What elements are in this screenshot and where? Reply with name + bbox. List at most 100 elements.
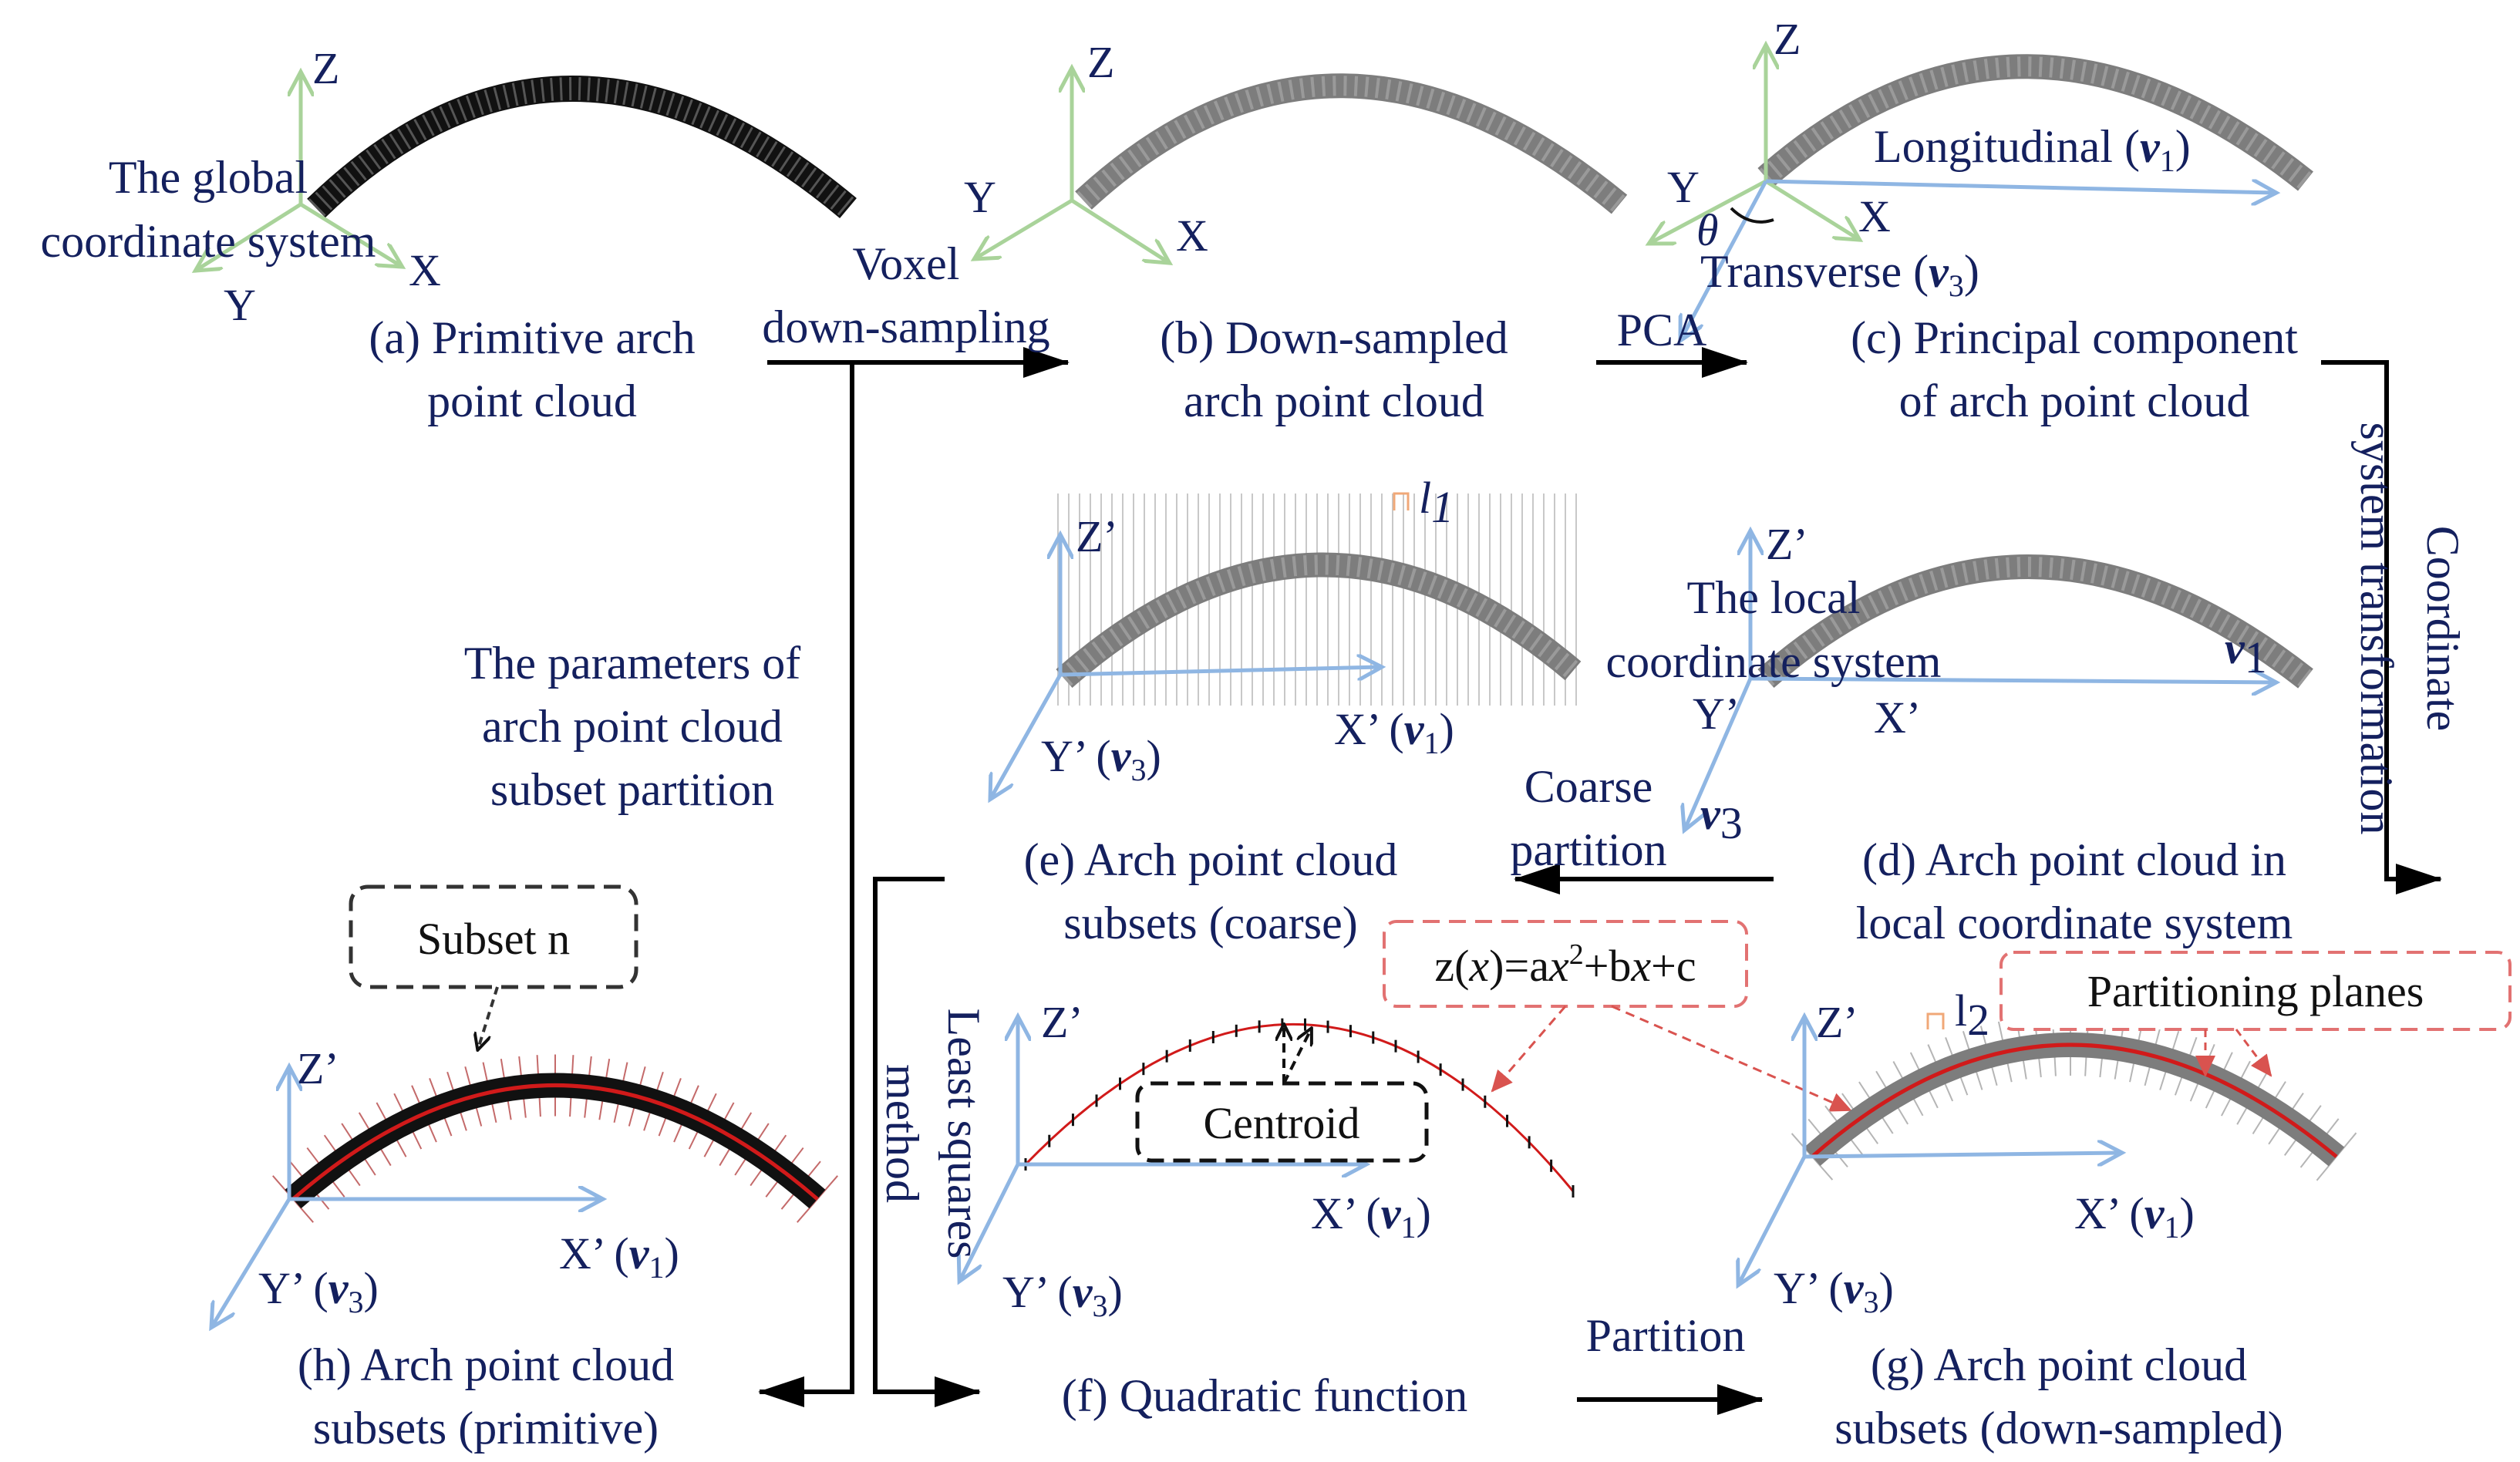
parameters-arrow [817, 362, 854, 1394]
l2-bracket [1926, 1012, 1945, 1029]
axis-label-x: X [1176, 211, 1208, 261]
caption-f: (f) Quadratic function [1062, 1370, 1467, 1421]
axis-label-y: Y’ (v3) [1002, 1267, 1123, 1323]
axis-y-e [991, 673, 1063, 798]
down-sampled-arch-texture [1076, 76, 1626, 213]
down-sampling-label: down-sampling [762, 301, 1049, 352]
pca-arch-texture [1759, 56, 2313, 190]
primitive-arch-texture [308, 77, 856, 217]
axis-y-g [1739, 1155, 1807, 1284]
axis-label-x: X’ (v1) [1334, 704, 1454, 760]
axis-label-x: X’ (v1) [559, 1228, 679, 1285]
centroid-arrow-2 [1282, 1029, 1311, 1084]
axis-y-h [212, 1198, 291, 1326]
axis-x-a [299, 202, 401, 266]
v1-label: v1 [2225, 623, 2267, 682]
caption-b-line2: arch point cloud [1184, 376, 1484, 426]
axis-y-d [1685, 678, 1753, 829]
transverse-label: Transverse (v3) [1700, 246, 1979, 303]
caption-d-line2: local coordinate system [1856, 898, 2293, 948]
l1-label: l1 [1419, 473, 1454, 532]
axis-x-b [1070, 198, 1168, 262]
axis-label-y: Y’ (v3) [258, 1263, 379, 1319]
caption-a-line1: (a) Primitive arch [369, 312, 695, 363]
axis-y-f [960, 1163, 1020, 1280]
voxel-label: Voxel [853, 238, 960, 289]
formula-to-curve-arrow [1491, 1006, 1567, 1093]
quadratic-formula: z(x)=ax2+bx+c [1434, 938, 1696, 991]
axis-label-z: Z’ [1766, 519, 1808, 569]
v3-label: v3 [1700, 789, 1743, 848]
principal-axis-v1 [1765, 181, 2275, 193]
parameters-label-1: The parameters of [464, 638, 800, 689]
system-transformation-label: system transformation [2351, 423, 2402, 835]
parameters-label-2: arch point cloud [482, 701, 783, 752]
caption-c-line1: (c) Principal component [1851, 312, 2298, 363]
coordinate-label: Coordinate [2417, 526, 2468, 732]
axis-label-x: X [409, 245, 441, 295]
axis-label-x: X’ (v1) [2074, 1188, 2195, 1245]
caption-b-line1: (b) Down-sampled [1160, 312, 1508, 363]
panel-h: Subset n Z’ X’ (v1) Y’ (v3) (h) Arch poi… [212, 884, 838, 1454]
axis-label-y: Y [224, 280, 256, 330]
panel-e: l1 Z’ X’ (v1) Y’ (v3) (e) Arch point clo… [991, 473, 1582, 948]
local-coordinate-label: The local [1687, 572, 1861, 623]
axis-label-y: Y’ (v3) [1774, 1263, 1894, 1319]
principal-axis-v3 [1681, 180, 1768, 339]
partition-label: partition [1510, 824, 1666, 875]
caption-h-line1: (h) Arch point cloud [298, 1339, 674, 1390]
pca-label: PCA [1617, 305, 1707, 355]
method-label: method [877, 1064, 928, 1203]
axis-label-x: X’ [1874, 692, 1921, 743]
axis-y-a [197, 202, 302, 270]
axis-y-b [975, 198, 1073, 258]
partition-arrow-label: Partition [1586, 1310, 1746, 1361]
axis-label-z: Z’ [1816, 997, 1858, 1047]
axis-label-z: Z [1774, 14, 1801, 64]
l1-bracket [1393, 492, 1410, 510]
subset-n-box [349, 884, 638, 989]
subset-pointer-arrow [478, 986, 499, 1049]
panel-g: l2 Z’ X’ (v1) Y’ (v3) Partitioning plane… [1739, 951, 2512, 1454]
axis-x-e [1060, 667, 1380, 675]
primitive-arch [307, 76, 857, 219]
axis-x-d [1750, 679, 2275, 682]
global-coordinate-label-2: coordinate system [41, 216, 376, 267]
caption-d-line1: (d) Arch point cloud in [1862, 834, 2286, 885]
coarse-label: Coarse [1524, 761, 1653, 812]
axis-label-z: Z [312, 43, 339, 93]
caption-c-line2: of arch point cloud [1899, 376, 2250, 426]
global-coordinate-label: The global [109, 152, 308, 203]
axis-label-x: X [1858, 191, 1891, 241]
centroid-points [1024, 1018, 1575, 1198]
subset-n-label: Subset n [417, 914, 570, 964]
axis-label-x: X’ (v1) [1311, 1188, 1431, 1245]
panel-d: Z’ X’ Y’ v1 v3 The local coordinate syst… [1606, 519, 2313, 948]
centroid-label: Centroid [1204, 1098, 1360, 1148]
local-coordinate-label-2: coordinate system [1606, 636, 1942, 687]
local-arch-texture [1759, 557, 2313, 687]
caption-e-line2: subsets (coarse) [1063, 898, 1358, 948]
centroid-box [1135, 1081, 1429, 1163]
caption-h-line2: subsets (primitive) [313, 1403, 659, 1454]
caption-e-line1: (e) Arch point cloud [1024, 834, 1398, 885]
panel-a: Z X Y The global coordinate system (a) P… [41, 43, 857, 426]
formula-to-subsets-arrow [1611, 1005, 1852, 1112]
axis-label-y: Y [964, 172, 996, 222]
axis-label-z: Z’ [1076, 511, 1118, 561]
downsampled-subsets-fit [1811, 1043, 2338, 1158]
panel-c: Z X Y θ Longitudinal (v1) Transverse (v3… [1650, 14, 2313, 426]
longitudinal-label: Longitudinal (v1) [1874, 121, 2191, 178]
caption-g-line2: subsets (down-sampled) [1834, 1403, 2283, 1454]
parameters-label-3: subset partition [490, 764, 774, 815]
formula-box: z(x)=ax2+bx+c [1383, 920, 1852, 1112]
caption-a-line2: point cloud [427, 376, 637, 426]
theta-label: θ [1696, 205, 1719, 255]
planes-pointer-arrow-2 [2235, 1029, 2272, 1077]
coarse-arch-texture [1057, 554, 1580, 686]
axis-x-c [1764, 179, 1858, 239]
axis-x-g [1804, 1153, 2121, 1157]
flow-arrows: Voxel down-sampling PCA Coordinate syste… [464, 238, 2468, 1415]
panel-f: Centroid Z’ X’ (v1) Y’ (v3) (f) Quadrati… [960, 997, 1575, 1421]
